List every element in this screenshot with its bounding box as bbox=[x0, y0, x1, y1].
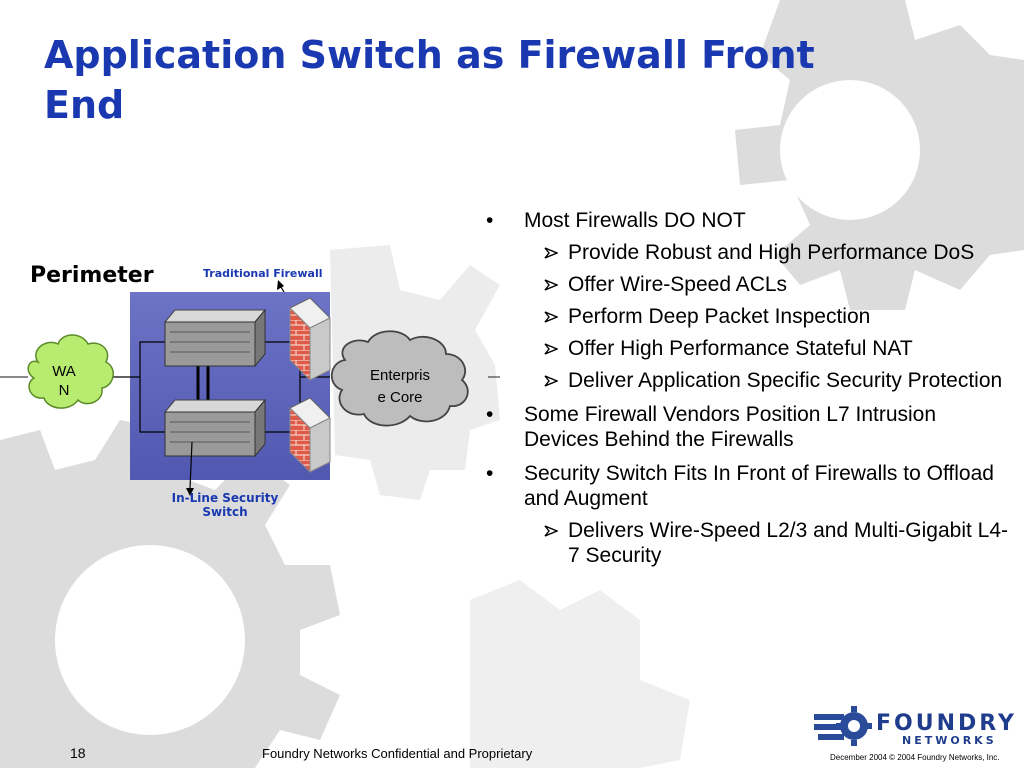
core-label-line1: Enterpris bbox=[370, 367, 430, 384]
firewall-label: Traditional Firewall bbox=[203, 267, 323, 280]
foundry-networks-logo: FOUNDRY NETWORKS bbox=[814, 706, 1017, 747]
switch-chassis-top bbox=[163, 308, 267, 368]
sub-bullet-text: Provide Robust and High Performance DoS bbox=[568, 241, 975, 264]
sub-bullet-item: Offer Wire-Speed ACLs bbox=[524, 272, 1014, 297]
sub-bullet-list: Provide Robust and High Performance DoS … bbox=[524, 240, 1014, 393]
wan-cloud: WA N bbox=[27, 334, 114, 409]
footer-confidential: Foundry Networks Confidential and Propri… bbox=[262, 746, 533, 761]
sub-bullet-item: Offer High Performance Stateful NAT bbox=[524, 336, 1014, 361]
slide-title: Application Switch as Firewall Front End bbox=[44, 33, 815, 127]
switch-label-line1: In-Line Security bbox=[172, 491, 279, 505]
bullet-item: • Security Switch Fits In Front of Firew… bbox=[486, 461, 1014, 568]
enterprise-core-cloud: Enterpris e Core bbox=[330, 330, 469, 427]
bullet-item: • Some Firewall Vendors Position L7 Intr… bbox=[486, 402, 1014, 452]
arrowhead bbox=[277, 280, 284, 290]
logo-word-foundry: FOUNDRY bbox=[876, 711, 1017, 736]
logo-word-networks: NETWORKS bbox=[902, 734, 997, 747]
wan-label-line1: WA bbox=[52, 363, 76, 380]
sub-bullet-item: Provide Robust and High Performance DoS bbox=[524, 240, 1014, 265]
perimeter-label: Perimeter bbox=[30, 263, 154, 288]
bullet-dot-icon: • bbox=[486, 462, 494, 485]
core-label-line2: e Core bbox=[377, 389, 422, 406]
network-diagram: Perimeter Traditional Firewall bbox=[0, 263, 500, 519]
sub-bullet-text: Perform Deep Packet Inspection bbox=[568, 305, 871, 328]
arrow-bullet-icon bbox=[544, 279, 558, 291]
bullet-dot-icon: • bbox=[486, 209, 494, 232]
bullet-item: • Most Firewalls DO NOT Provide Robust a… bbox=[486, 208, 1014, 393]
sub-bullet-item: Deliver Application Specific Security Pr… bbox=[524, 368, 1014, 393]
switch-chassis-bottom bbox=[163, 398, 267, 458]
bullet-text: Some Firewall Vendors Position L7 Intrus… bbox=[524, 403, 937, 451]
sub-bullet-item: Delivers Wire-Speed L2/3 and Multi-Gigab… bbox=[524, 518, 1014, 568]
wan-label-line2: N bbox=[59, 382, 70, 399]
bullet-text: Most Firewalls DO NOT bbox=[524, 209, 746, 232]
bullet-text: Security Switch Fits In Front of Firewal… bbox=[524, 462, 994, 510]
footer-copyright: December 2004 © 2004 Foundry Networks, I… bbox=[830, 753, 1000, 762]
sub-bullet-text: Delivers Wire-Speed L2/3 and Multi-Gigab… bbox=[568, 519, 1009, 567]
gear-hole bbox=[780, 80, 920, 220]
arrow-bullet-icon bbox=[544, 247, 558, 259]
gear-icon bbox=[470, 580, 690, 768]
switch-label-line2: Switch bbox=[202, 505, 247, 519]
sub-bullet-text: Offer High Performance Stateful NAT bbox=[568, 337, 913, 360]
page-number: 18 bbox=[70, 745, 86, 761]
switch-pointer-arrow bbox=[189, 441, 193, 489]
gear-hole bbox=[55, 545, 245, 735]
arrow-bullet-icon bbox=[544, 525, 558, 537]
bullet-list: • Most Firewalls DO NOT Provide Robust a… bbox=[486, 208, 1014, 577]
sub-bullet-text: Deliver Application Specific Security Pr… bbox=[568, 369, 1003, 392]
bullet-dot-icon: • bbox=[486, 403, 494, 426]
firewall-bottom bbox=[289, 397, 331, 474]
arrow-bullet-icon bbox=[544, 375, 558, 387]
arrow-bullet-icon bbox=[544, 311, 558, 323]
sub-bullet-list: Delivers Wire-Speed L2/3 and Multi-Gigab… bbox=[524, 518, 1014, 568]
arrowhead bbox=[186, 488, 194, 496]
arrow-bullet-icon bbox=[544, 343, 558, 355]
sub-bullet-text: Offer Wire-Speed ACLs bbox=[568, 273, 788, 296]
sub-bullet-item: Perform Deep Packet Inspection bbox=[524, 304, 1014, 329]
foundry-logo-icon bbox=[814, 706, 872, 746]
firewall-top bbox=[289, 297, 331, 382]
